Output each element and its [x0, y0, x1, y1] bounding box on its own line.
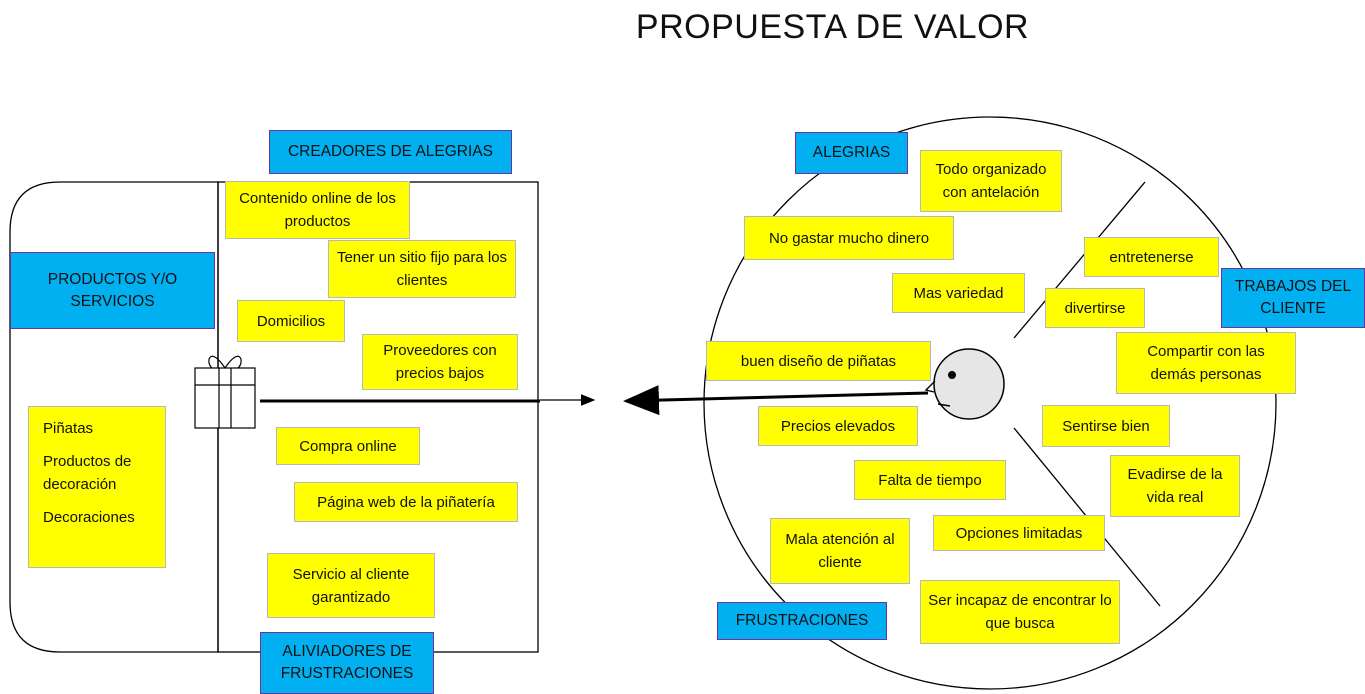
gain-note: No gastar mucho dinero [744, 216, 954, 260]
gain-note: Mas variedad [892, 273, 1025, 313]
job-note: Compartir con las demás personas [1116, 332, 1296, 394]
reliever-note: Servicio al cliente garantizado [267, 553, 435, 618]
reliever-note: Página web de la piñatería [294, 482, 518, 522]
job-note: entretenerse [1084, 237, 1219, 277]
creator-note: Contenido online de los productos [225, 181, 410, 239]
product-item: Piñatas [43, 420, 94, 437]
gain-note: Todo organizado con antelación [920, 150, 1062, 212]
products-list: Piñatas Productos de decoración Decoraci… [28, 406, 166, 568]
label-productos: PRODUCTOS Y/O SERVICIOS [10, 252, 215, 329]
product-item: Productos de decoración [43, 453, 132, 493]
label-trabajos: TRABAJOS DEL CLIENTE [1221, 268, 1365, 328]
gift-icon [194, 355, 256, 429]
customer-profile-circle [703, 116, 1277, 690]
customer-face-icon [924, 348, 1005, 420]
creator-note: Proveedores con precios bajos [362, 334, 518, 390]
job-note: Evadirse de la vida real [1110, 455, 1240, 517]
pain-note: Ser incapaz de encontrar lo que busca [920, 580, 1120, 644]
products-panel-outline [9, 181, 219, 653]
reliever-note: Compra online [276, 427, 420, 465]
page-title: PROPUESTA DE VALOR [635, 8, 1030, 46]
label-creadores: CREADORES DE ALEGRIAS [269, 130, 512, 174]
label-alegrias: ALEGRIAS [795, 132, 908, 174]
gain-note: buen diseño de piñatas [706, 341, 931, 381]
job-note: divertirse [1045, 288, 1145, 328]
arrow-left [623, 385, 929, 416]
creator-note: Tener un sitio fijo para los clientes [328, 240, 516, 298]
product-item: Decoraciones [43, 509, 135, 526]
job-note: Sentirse bien [1042, 405, 1170, 447]
pain-note: Precios elevados [758, 406, 918, 446]
pain-note: Mala atención al cliente [770, 518, 910, 584]
label-frustraciones: FRUSTRACIONES [717, 602, 887, 640]
circle-divider-upper [1013, 181, 1146, 339]
creator-note: Domicilios [237, 300, 345, 342]
pain-note: Opciones limitadas [933, 515, 1105, 551]
pain-note: Falta de tiempo [854, 460, 1006, 500]
label-aliviadores: ALIVIADORES DE FRUSTRACIONES [260, 632, 434, 694]
